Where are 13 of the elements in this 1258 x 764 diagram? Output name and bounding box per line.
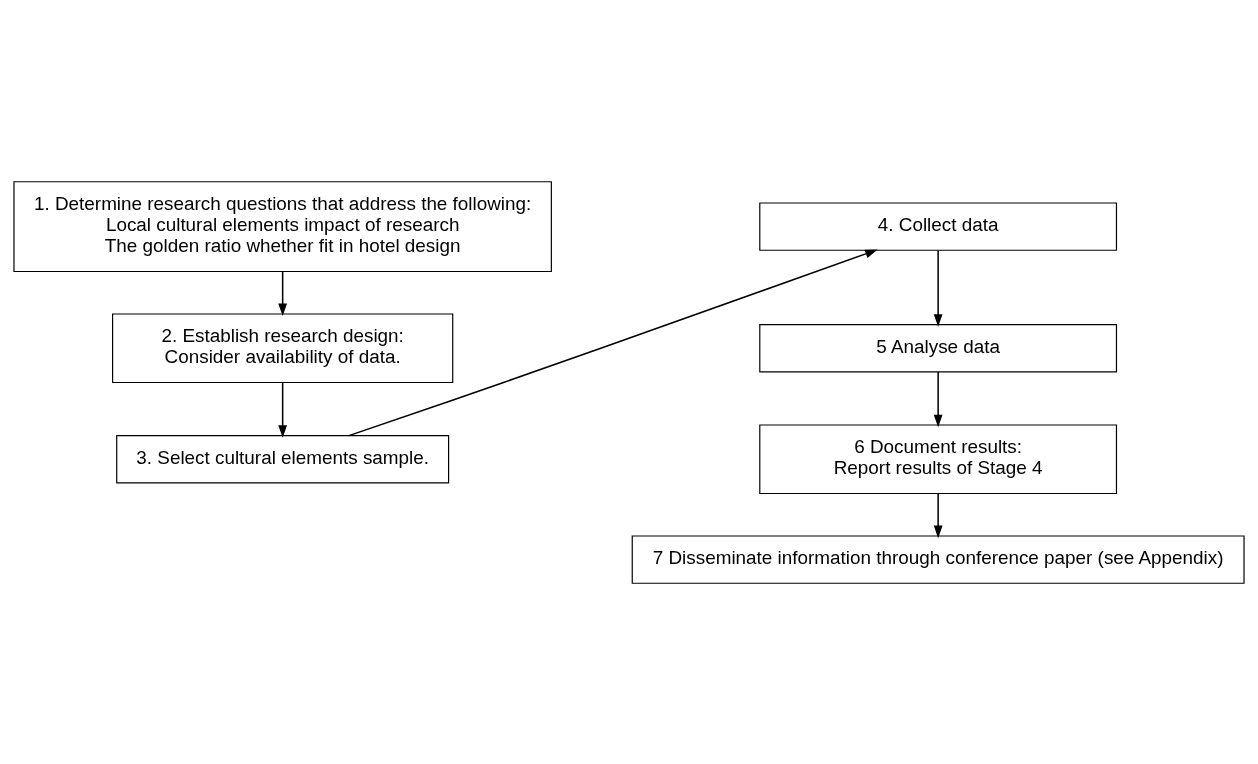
node-box: 6 Document results: Report results of Stage 4: [759, 423, 1118, 494]
node-box: 7 Disseminate information through conference paper (see Appendix): [631, 534, 1245, 584]
node-box: 5 Analyse data: [759, 323, 1118, 372]
arrow: [278, 270, 288, 316]
arrow: [933, 249, 943, 327]
node-box: 2. Establish research design: Consider availability of data.: [112, 312, 454, 383]
arrow: [348, 249, 878, 436]
arrow: [933, 370, 943, 427]
node-box: 1. Determine research questions that address the following: Local cultural elements impact of research The golden ratio whether fit in hotel design: [13, 180, 552, 272]
arrow: [278, 381, 288, 438]
node-box: 3. Select cultural elements sample.: [116, 434, 450, 483]
node-box: 4. Collect data: [759, 201, 1118, 251]
arrow: [933, 492, 943, 538]
